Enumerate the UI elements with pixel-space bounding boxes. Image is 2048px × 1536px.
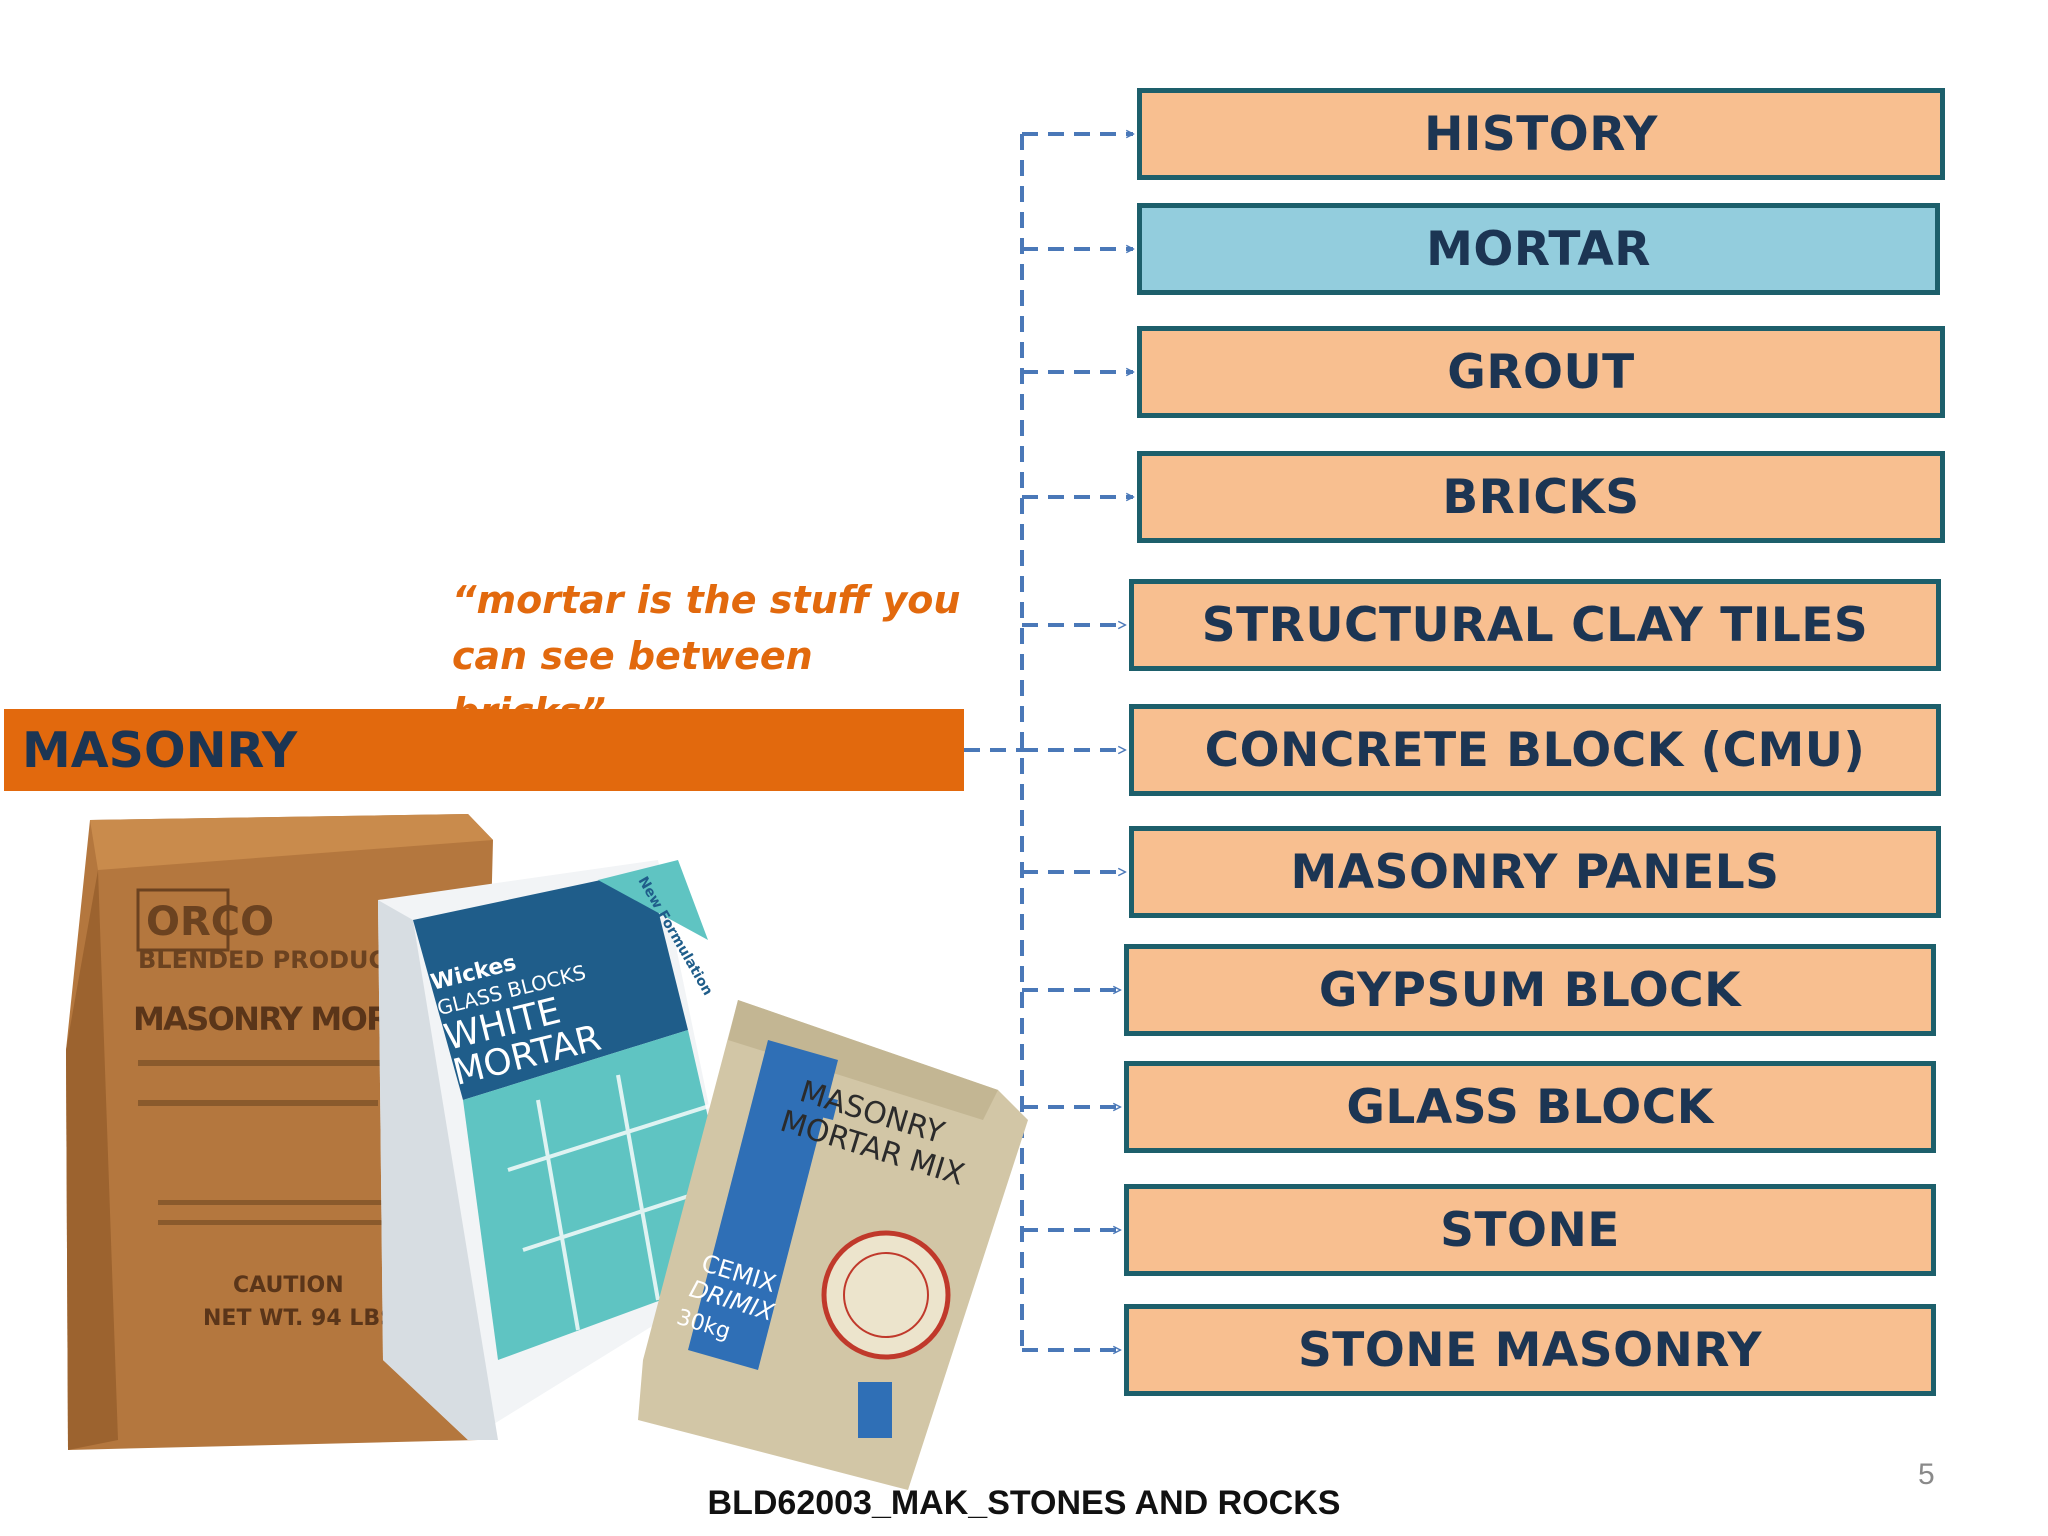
topic-stone[interactable]: STONE xyxy=(1124,1184,1936,1276)
topic-bricks[interactable]: BRICKS xyxy=(1137,451,1945,543)
topic-label: CONCRETE BLOCK (CMU) xyxy=(1204,722,1866,778)
banner-label: MASONRY xyxy=(22,721,298,779)
bag1-line2: BLENDED PRODUCTS xyxy=(138,946,420,974)
mortar-bags-photo: ORCO BLENDED PRODUCTS MASONRY MORTAR CAU… xyxy=(66,814,1028,1490)
topic-label: MASONRY PANELS xyxy=(1290,844,1780,900)
bag1-caution: CAUTION xyxy=(233,1273,344,1298)
topic-structural-clay-tiles[interactable]: STRUCTURAL CLAY TILES xyxy=(1129,579,1941,671)
seal-icon xyxy=(821,1230,951,1360)
topic-concrete-block[interactable]: CONCRETE BLOCK (CMU) xyxy=(1129,704,1941,796)
topic-label: STRUCTURAL CLAY TILES xyxy=(1201,597,1869,653)
topic-grout[interactable]: GROUT xyxy=(1137,326,1945,418)
topic-gypsum-block[interactable]: GYPSUM BLOCK xyxy=(1124,944,1936,1036)
topic-label: STONE xyxy=(1440,1202,1620,1258)
topic-label: GLASS BLOCK xyxy=(1346,1079,1714,1135)
page-number: 5 xyxy=(1918,1458,1935,1491)
topic-glass-block[interactable]: GLASS BLOCK xyxy=(1124,1061,1936,1153)
topic-label: BRICKS xyxy=(1442,469,1640,525)
topic-history[interactable]: HISTORY xyxy=(1137,88,1945,180)
topic-label: GYPSUM BLOCK xyxy=(1318,962,1742,1018)
bag1-brand: ORCO xyxy=(146,899,274,945)
topic-mortar[interactable]: MORTAR xyxy=(1137,203,1940,295)
bag1-weight: NET WT. 94 LBS xyxy=(203,1306,396,1331)
topic-stone-masonry[interactable]: STONE MASONRY xyxy=(1124,1304,1936,1396)
topic-label: GROUT xyxy=(1447,344,1635,400)
topic-masonry-panels[interactable]: MASONRY PANELS xyxy=(1129,826,1941,918)
quote-line-1: “mortar is the stuff you xyxy=(452,578,961,622)
topic-label: HISTORY xyxy=(1424,106,1658,162)
topic-label: STONE MASONRY xyxy=(1297,1322,1763,1378)
wickes-bag: New Formulation Wickes GLASS BLOCKS WHIT… xyxy=(378,860,743,1440)
topic-label: MORTAR xyxy=(1426,221,1651,277)
cemix-bag: MASONRY MORTAR MIX CEMIX DRIMIX 30kg xyxy=(638,1000,1028,1490)
masonry-banner: MASONRY xyxy=(4,709,964,791)
footer-course-code: BLD62003_MAK_STONES AND ROCKS xyxy=(707,1484,1341,1522)
